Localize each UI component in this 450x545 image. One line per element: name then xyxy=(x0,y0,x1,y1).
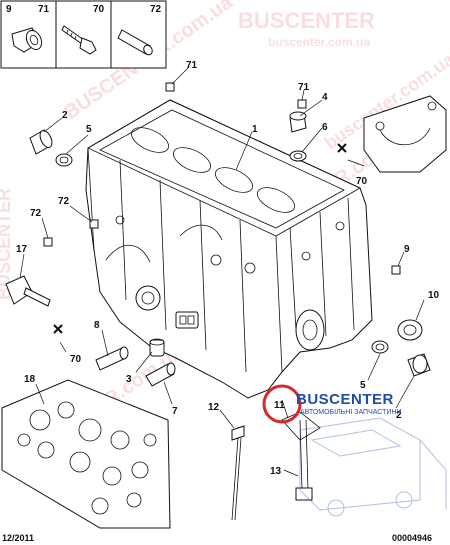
callout-label: 8 xyxy=(94,320,100,331)
bearing-cap-part xyxy=(363,95,447,173)
callout-label: 10 xyxy=(428,290,440,301)
legend-ref: 71 xyxy=(38,4,50,15)
callout-label: 70 xyxy=(70,354,82,365)
bushing-icon xyxy=(11,27,43,53)
callout-label: 9 xyxy=(404,244,410,255)
legend-ref: 72 xyxy=(150,4,162,15)
seal-ring-part xyxy=(55,153,73,167)
watermark-text: BUSCENTER xyxy=(238,8,375,33)
small-sleeve-part xyxy=(149,338,165,357)
callout-label: 13 xyxy=(270,466,282,477)
callout-label: 11 xyxy=(274,400,285,411)
dipstick-part xyxy=(231,425,245,521)
footer-date: 12/2011 xyxy=(2,533,34,543)
callout-label: 5 xyxy=(360,380,366,391)
seal-ring-part xyxy=(371,340,389,354)
reference-marker xyxy=(89,219,99,229)
callout-label: 3 xyxy=(126,374,132,385)
callout-label: 72 xyxy=(30,208,42,219)
brand-ring-icon xyxy=(262,384,302,424)
watermark-site-text: buscenter.com.ua xyxy=(268,35,370,49)
callout-label: 71 xyxy=(298,82,310,93)
callout-label: 17 xyxy=(16,244,28,255)
callout-label: 18 xyxy=(24,374,36,385)
plug-part xyxy=(29,129,53,155)
washer-part xyxy=(289,150,307,162)
legend-ref: 9 xyxy=(6,4,12,15)
brand-name: BUSCENTER xyxy=(296,391,394,408)
callout-label: 2 xyxy=(396,410,402,421)
bolt-icon xyxy=(61,25,97,55)
dowel-sleeve-part xyxy=(95,346,129,371)
long-bolt-part xyxy=(295,419,313,501)
callout-label: 6 xyxy=(322,122,328,133)
long-sleeve-part xyxy=(145,362,176,387)
reference-marker xyxy=(297,99,307,109)
callout-label: 12 xyxy=(208,402,220,413)
callout-label: 70 xyxy=(356,176,368,187)
gasket-set-part xyxy=(1,379,171,529)
brand-tagline: АВТОМОБІЛЬНІ ЗАПЧАСТИНИ xyxy=(300,409,401,416)
plug-part xyxy=(407,353,431,377)
reference-marker xyxy=(43,237,53,247)
callout-label: 7 xyxy=(172,406,178,417)
reference-marker xyxy=(391,265,401,275)
oil-seal-part xyxy=(397,319,423,341)
callout-label: 2 xyxy=(62,110,68,121)
watermark-text-vertical: BUSCENTER xyxy=(0,188,14,300)
bus-icon xyxy=(299,417,447,517)
dowel-pin-icon xyxy=(117,29,153,56)
engine-block xyxy=(85,99,373,399)
callout-label: 72 xyxy=(58,196,70,207)
bracket-part xyxy=(281,411,321,441)
footer-code: 00004946 xyxy=(392,533,432,543)
legend-box: 9 71 70 72 xyxy=(0,0,167,69)
cross-marker xyxy=(337,143,347,153)
callout-label: 71 xyxy=(186,60,198,71)
brand-logo: BUSCENTER АВТОМОБІЛЬНІ ЗАПЧАСТИНИ xyxy=(262,384,447,517)
sensor-part xyxy=(5,275,51,307)
leader-lines xyxy=(19,67,425,477)
reference-marker xyxy=(165,82,175,92)
callout-label: 1 xyxy=(252,124,258,135)
callout-labels: 71 71 1 2 5 4 6 70 72 72 17 9 10 8 70 3 … xyxy=(16,60,440,477)
callout-label: 5 xyxy=(86,124,92,135)
callout-label: 4 xyxy=(322,92,328,103)
cross-marker xyxy=(53,324,63,334)
legend-ref: 70 xyxy=(93,4,105,15)
threaded-plug-part xyxy=(289,111,307,133)
